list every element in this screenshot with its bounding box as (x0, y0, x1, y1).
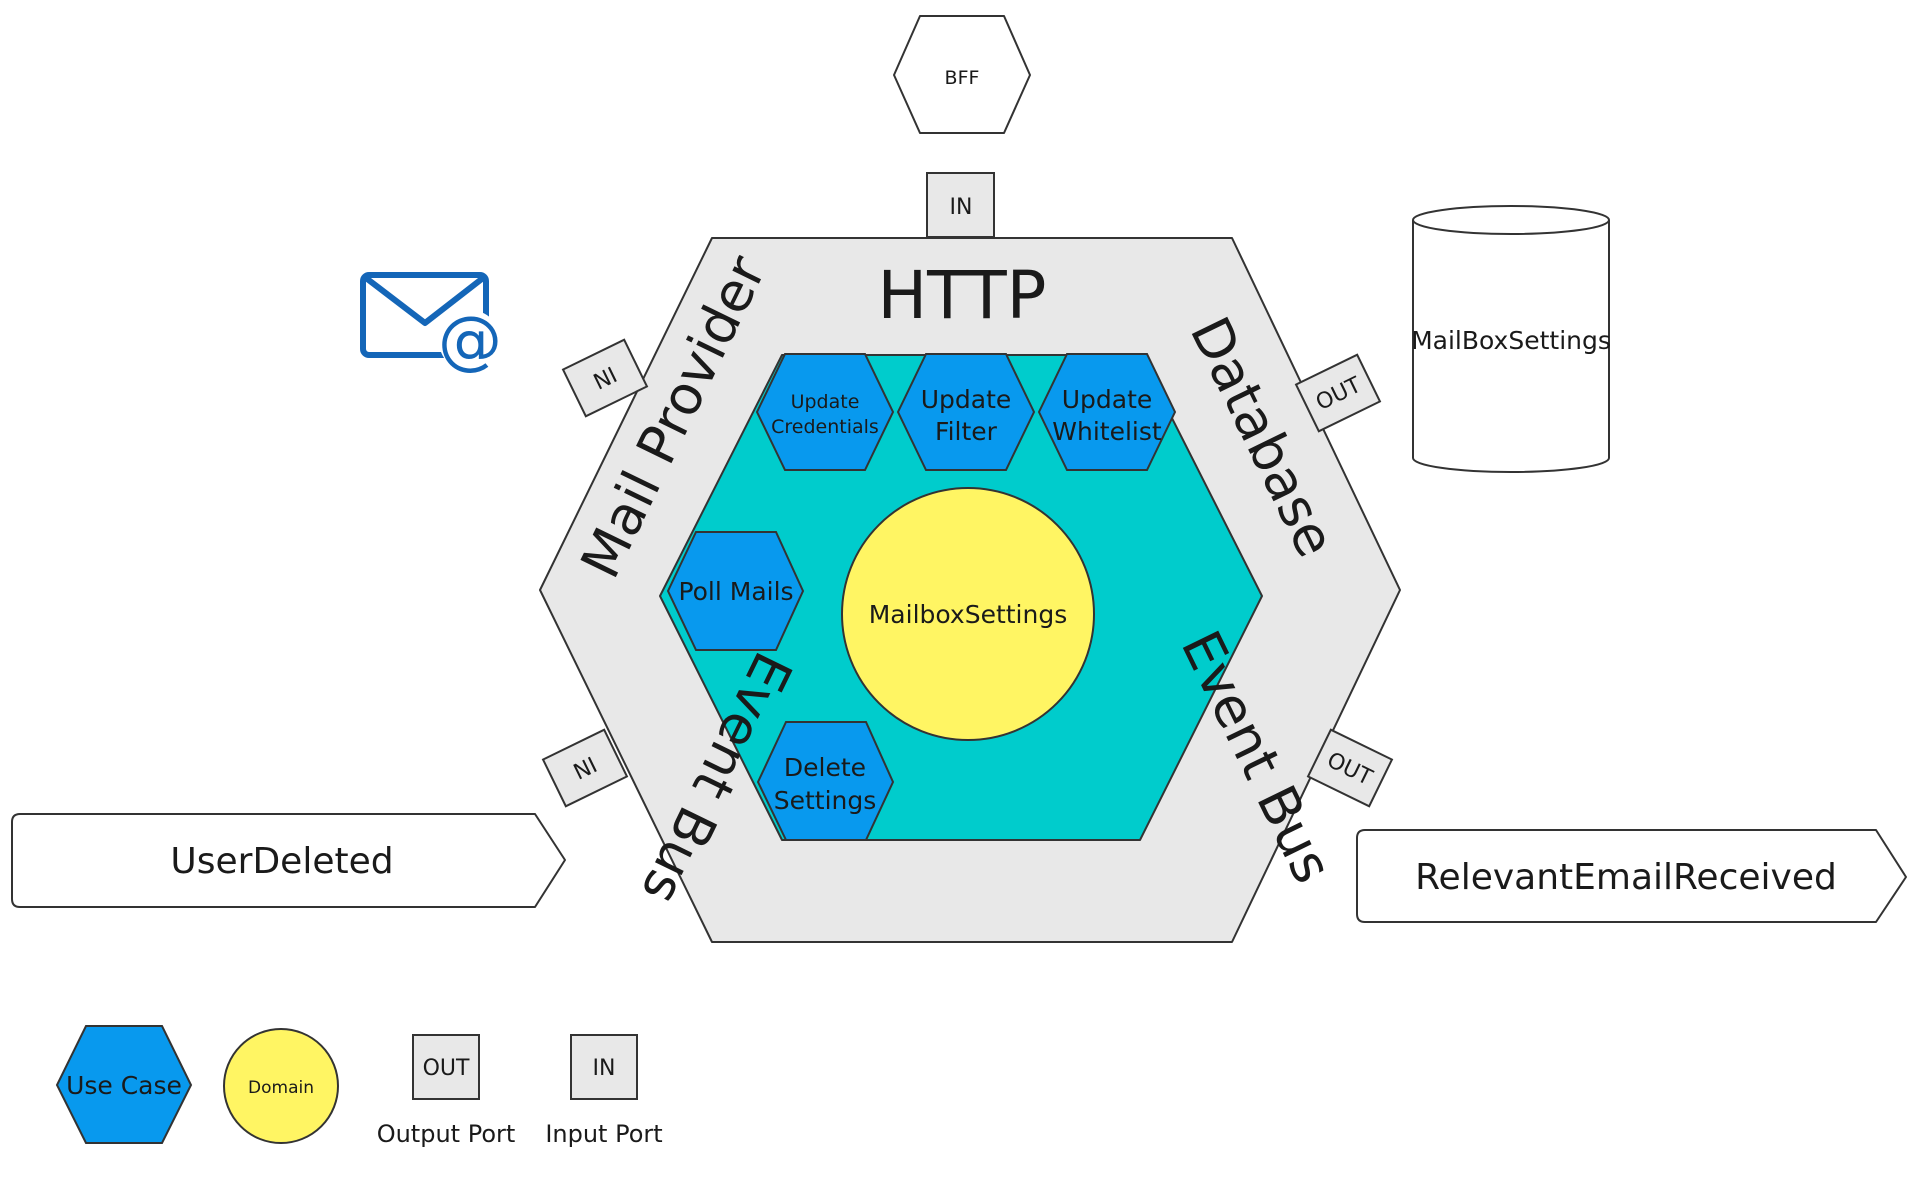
use-case-label: Update (921, 385, 1012, 414)
domain-label: MailboxSettings (869, 600, 1068, 629)
legend-input-port: IN Input Port (545, 1034, 663, 1148)
adapter-http-label: HTTP (878, 257, 1047, 334)
event-label: UserDeleted (170, 841, 393, 882)
domain-mailbox-settings: MailboxSettings (841, 487, 1095, 741)
use-case-label: Whitelist (1052, 417, 1162, 446)
legend-out-box-label: OUT (423, 1056, 470, 1081)
legend-domain-label: Domain (248, 1078, 314, 1098)
legend-output-port: OUT Output Port (377, 1034, 516, 1148)
use-case-label: Filter (935, 417, 998, 446)
port-mail-in: IN (561, 338, 649, 418)
port-eventbus-out: OUT (1306, 728, 1394, 808)
event-label: RelevantEmailReceived (1415, 857, 1837, 898)
use-case-label: Poll Mails (678, 577, 793, 606)
event-relevant-email-received: RelevantEmailReceived (1356, 829, 1907, 923)
database-cylinder: MailBoxSettings (1411, 205, 1611, 473)
port-label: IN (950, 195, 973, 220)
use-case-update-credentials: Update Credentials (755, 353, 895, 471)
bff-node: BFF (893, 15, 1031, 134)
legend-in-box-label: IN (593, 1056, 616, 1081)
use-case-delete-settings: Delete Settings (756, 721, 895, 841)
use-case-poll-mails: Poll Mails (666, 531, 805, 651)
port-db-out: OUT (1294, 353, 1382, 433)
bff-label: BFF (945, 67, 980, 89)
database-label: MailBoxSettings (1411, 326, 1611, 355)
svg-text:@: @ (438, 304, 502, 378)
port-eventbus-in: IN (541, 728, 629, 808)
port-http-in: IN (926, 172, 995, 238)
legend-input-port-label: Input Port (545, 1120, 662, 1148)
legend-use-case-label: Use Case (66, 1071, 182, 1100)
use-case-label: Delete (784, 753, 866, 782)
use-case-label: Update (791, 391, 860, 413)
mail-at-icon: @ (360, 272, 502, 378)
use-case-label: Update (1062, 385, 1153, 414)
legend-output-port-label: Output Port (377, 1120, 516, 1148)
use-case-label: Settings (774, 786, 877, 815)
event-user-deleted: UserDeleted (11, 813, 566, 908)
legend-domain: Domain (223, 1028, 339, 1144)
legend: Use Case Domain OUT Output Port IN Input… (55, 1025, 663, 1148)
use-case-update-filter: Update Filter (896, 353, 1036, 471)
legend-use-case: Use Case (55, 1025, 193, 1144)
use-case-update-whitelist: Update Whitelist (1037, 353, 1177, 471)
use-case-label: Credentials (771, 416, 879, 438)
